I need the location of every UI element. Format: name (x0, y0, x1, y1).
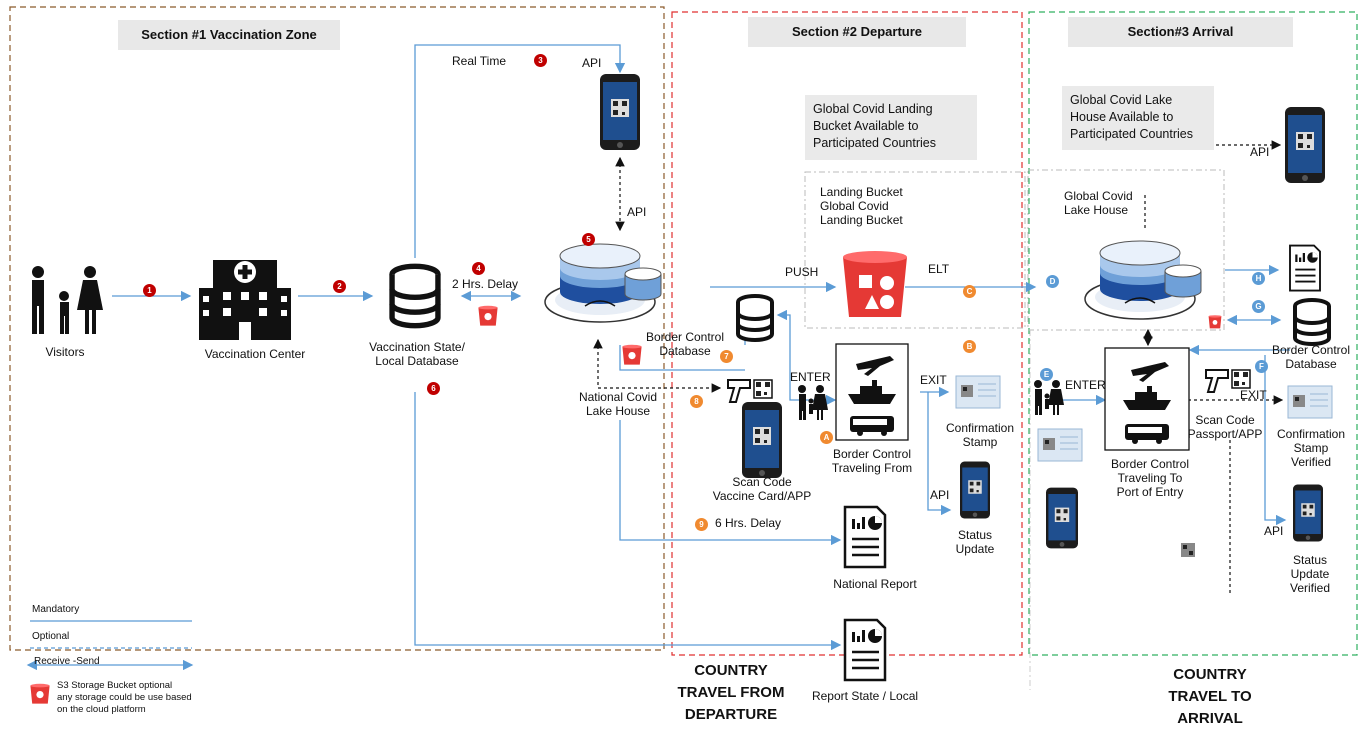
phone-qr-icon (1293, 484, 1323, 542)
national-lake-label: National Covid Lake House (578, 390, 658, 418)
section-1-border (9, 6, 665, 651)
legend-s3: S3 Storage Bucket optional any storage c… (57, 680, 192, 715)
traveling-to-label: Border Control Traveling To Port of Entr… (1110, 457, 1190, 499)
confirmation-stamp-label: Confirmation Stamp (945, 421, 1015, 449)
step-badge: 2 (333, 280, 346, 293)
push-label: PUSH (785, 265, 819, 279)
report-icon (843, 505, 887, 569)
phone-qr-icon (960, 461, 990, 519)
people-icon (32, 266, 103, 334)
letter-badge: E (1040, 368, 1053, 381)
section-1-header: Section #1 Vaccination Zone (118, 20, 340, 50)
legend-optional: Optional (32, 631, 70, 642)
global-lake-label: Global Covid Lake House (1064, 189, 1133, 217)
two-hrs-delay-label: 2 Hrs. Delay (452, 277, 519, 291)
api-status-label: API (930, 488, 950, 502)
visitors-label: Visitors (45, 345, 85, 359)
api-label-top: API (582, 56, 602, 70)
s3-bucket-icon (30, 683, 50, 704)
letter-badge: B (963, 340, 976, 353)
section-3-border (1028, 11, 1358, 656)
national-report-label: National Report (833, 577, 917, 591)
database-icon (392, 266, 438, 325)
data-lake-icon (544, 243, 662, 323)
country-from-label: COUNTRY TRAVEL FROM DEPARTURE (677, 662, 785, 723)
exit-arr-label: EXIT (1240, 388, 1267, 402)
step-badge: 4 (472, 262, 485, 275)
country-to-label: COUNTRY TRAVEL TO ARRIVAL (1168, 666, 1252, 727)
api-label-mid: API (627, 205, 647, 219)
step-badge: 5 (582, 233, 595, 246)
stamp-verified-label: Confirmation Stamp Verified (1276, 427, 1346, 469)
people-icon (798, 385, 828, 420)
exit-dep-label: EXIT (920, 373, 947, 387)
section-2-header: Section #2 Departure (748, 17, 966, 47)
database-icon (736, 294, 774, 342)
report-state-label: Report State / Local (811, 689, 919, 703)
vaccination-center-label: Vaccination Center (204, 347, 306, 361)
legend-receive-send: Receive -Send (34, 656, 100, 667)
lake-house-note: Global Covid Lake House Available to Par… (1062, 86, 1214, 150)
api-arrival-top-label: API (1250, 145, 1270, 159)
border-db-dep-label: Border Control Database (645, 330, 725, 358)
hospital-icon (199, 260, 291, 340)
step-badge: 6 (427, 382, 440, 395)
s3-bucket-icon (1208, 315, 1222, 329)
phone-qr-icon (600, 74, 640, 150)
elt-label: ELT (928, 262, 950, 276)
phone-qr-icon (1285, 107, 1325, 183)
s3-bucket-icon (843, 251, 907, 317)
step-badge: 1 (143, 284, 156, 297)
api-arrival-bottom-label: API (1264, 524, 1284, 538)
section-3-header: Section#3 Arrival (1068, 17, 1293, 47)
qr-icon (1181, 543, 1195, 557)
scanner-icon (727, 379, 773, 403)
step-badge: 7 (720, 350, 733, 363)
status-update-label: Status Update (955, 528, 995, 556)
passport-stamp-icon (1037, 428, 1083, 462)
landing-bucket-note: Global Covid Landing Bucket Available to… (805, 95, 977, 160)
transport-icon (835, 343, 909, 441)
landing-bucket-label: Landing Bucket Global Covid Landing Buck… (820, 185, 903, 227)
step-badge: 9 (695, 518, 708, 531)
step-badge: 3 (534, 54, 547, 67)
traveling-from-label: Border Control Traveling From (831, 447, 913, 475)
six-hrs-delay-label: 6 Hrs. Delay (715, 516, 782, 530)
passport-stamp-icon (1287, 385, 1333, 419)
s3-bucket-icon (478, 305, 498, 326)
letter-badge: A (820, 431, 833, 444)
enter-arr-label: ENTER (1065, 378, 1106, 392)
letter-badge: C (963, 285, 976, 298)
enter-dep-label: ENTER (790, 370, 831, 384)
letter-badge: D (1046, 275, 1059, 288)
phone-qr-icon (742, 402, 782, 478)
real-time-label: Real Time (452, 54, 507, 68)
passport-stamp-icon (955, 375, 1001, 409)
scan-passport-label: Scan Code Passport/APP (1187, 413, 1263, 441)
people-icon (1034, 380, 1064, 415)
letter-badge: H (1252, 272, 1265, 285)
report-icon (1289, 244, 1321, 292)
s3-bucket-icon (622, 344, 642, 365)
letter-badge: F (1255, 360, 1268, 373)
database-icon (1293, 298, 1331, 346)
scan-vaccine-label: Scan Code Vaccine Card/APP (712, 475, 812, 503)
letter-badge: G (1252, 300, 1265, 313)
step-badge: 8 (690, 395, 703, 408)
vaccination-db-label: Vaccination State/ Local Database (369, 340, 465, 368)
section-2-border (671, 11, 1023, 656)
phone-qr-icon (1046, 487, 1078, 549)
status-verified-label: Status Update Verified (1289, 553, 1331, 595)
data-lake-icon (1084, 240, 1202, 320)
transport-icon (1104, 347, 1190, 451)
border-db-arr-label: Border Control Database (1271, 343, 1351, 371)
legend-mandatory: Mandatory (32, 604, 80, 615)
report-icon (843, 618, 887, 682)
